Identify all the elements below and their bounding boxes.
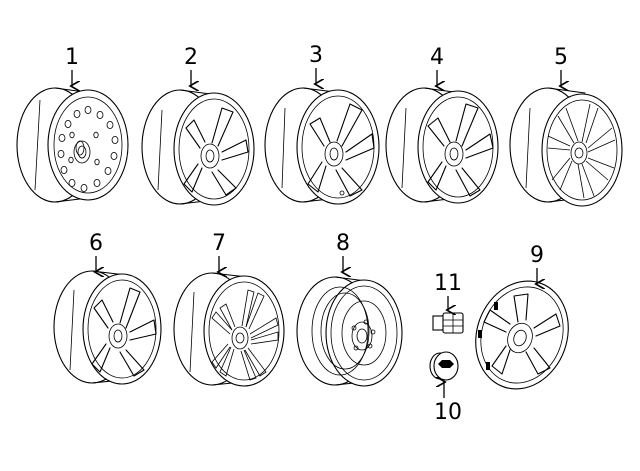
callout-3: 3 <box>309 43 323 68</box>
callout-10: 10 <box>434 400 462 425</box>
steel-wheel-vent-holes <box>57 106 119 192</box>
steel-wheel-1[interactable] <box>16 87 129 203</box>
center-cap-10[interactable] <box>429 351 459 381</box>
spare-wheel-8[interactable] <box>296 276 403 387</box>
callout-arrows <box>72 68 561 398</box>
callout-1: 1 <box>65 45 79 70</box>
callout-2: 2 <box>184 45 198 70</box>
alloy-wheel-6[interactable] <box>53 270 162 385</box>
wheel-cover-9[interactable] <box>461 268 583 402</box>
callout-11: 11 <box>434 271 462 296</box>
callout-labels: 1 2 3 4 5 6 7 8 9 10 11 <box>65 43 568 425</box>
callout-4: 4 <box>430 45 444 70</box>
alloy-wheel-5[interactable] <box>509 87 623 207</box>
callout-8: 8 <box>336 231 350 256</box>
callout-7: 7 <box>212 231 226 256</box>
lug-nut-11[interactable] <box>432 312 464 334</box>
callout-9: 9 <box>530 243 544 268</box>
alloy-wheel-3[interactable] <box>264 87 380 205</box>
alloy-wheel-4[interactable] <box>385 87 499 204</box>
callout-5: 5 <box>554 45 568 70</box>
callout-6: 6 <box>89 231 103 256</box>
alloy-wheel-7[interactable] <box>173 272 285 387</box>
alloy-wheel-2[interactable] <box>141 89 255 206</box>
